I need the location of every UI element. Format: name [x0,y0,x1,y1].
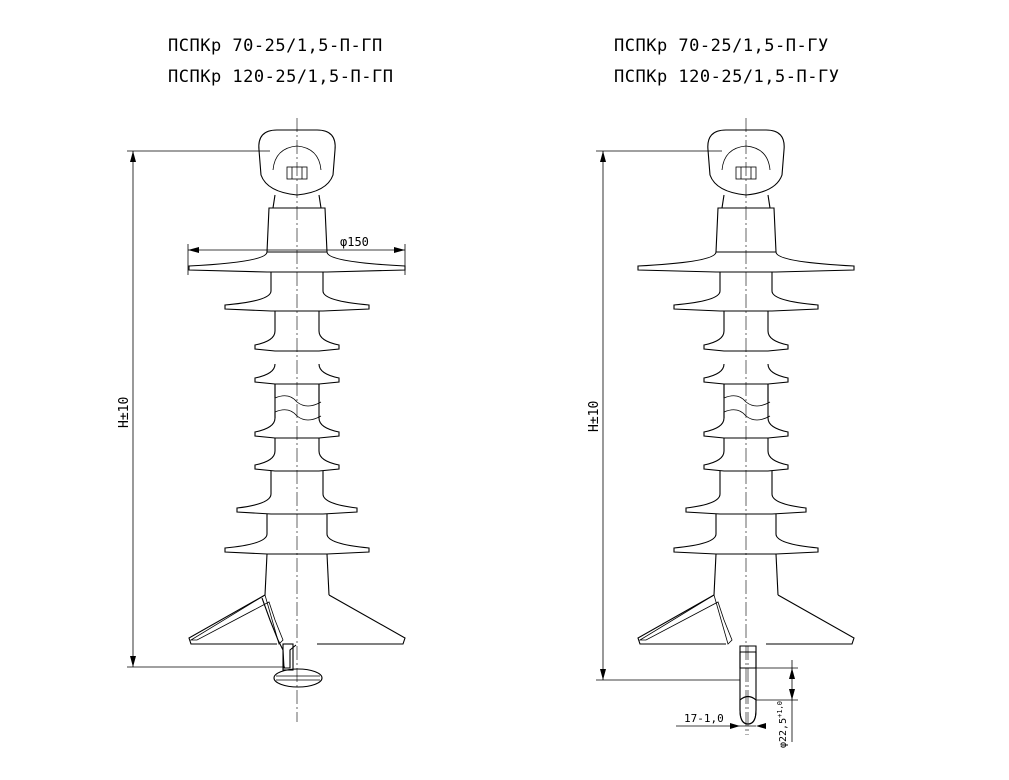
section-hatch [189,594,284,645]
section-hatch [638,594,733,645]
eye-fitting [739,645,757,735]
right-height-dimension: H±10 [587,150,740,681]
diameter-dimension: φ150 [187,235,406,275]
eye-diameter-dimension: φ22,5+1,0 [756,660,798,748]
left-model-title-2: ПСПКр 120-25/1,5-П-ГП [168,67,394,87]
right-model-title-2: ПСПКр 120-25/1,5-П-ГУ [614,67,840,87]
right-model-title-1: ПСПКр 70-25/1,5-П-ГУ [614,36,829,56]
eye-diameter-value: φ22,5 [778,718,789,748]
right-height-label: H±10 [587,401,602,432]
left-model-title-1: ПСПКр 70-25/1,5-П-ГП [168,36,383,56]
left-height-label: H±10 [117,397,132,428]
eye-diameter-label: φ22,5+1,0 [776,701,789,748]
slot-width-label: 17-1,0 [684,712,724,725]
left-insulator [188,118,406,722]
diameter-label: φ150 [340,235,369,249]
eye-diameter-tolerance: +1,0 [776,701,784,718]
ball-fitting [261,597,323,688]
top-cap [258,129,336,196]
top-cap [707,129,785,196]
left-height-dimension: H±10 [117,150,285,668]
slot-width-dimension: 17-1,0 [676,712,766,729]
right-insulator [637,118,855,735]
